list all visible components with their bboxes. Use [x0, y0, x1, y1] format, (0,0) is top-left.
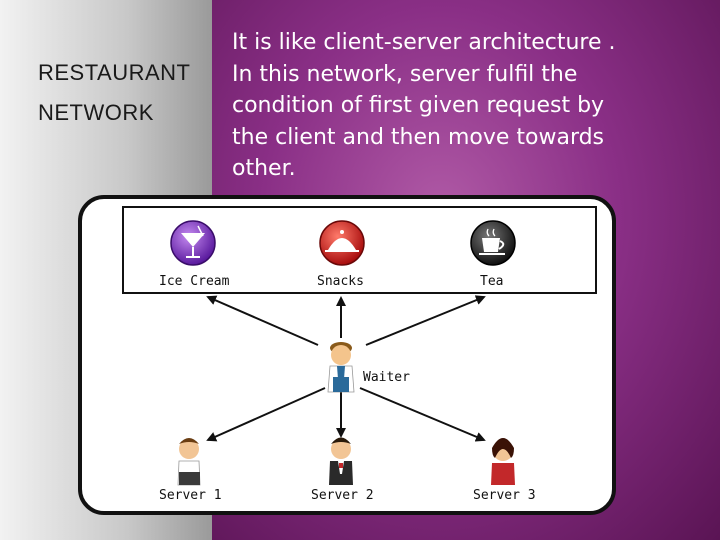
menu-item-label: Snacks	[317, 274, 364, 289]
arrow-waiter-to-icecream	[206, 295, 319, 346]
server-person-icon	[177, 438, 201, 486]
menu-item-label: Ice Cream	[159, 274, 230, 289]
server-label: Server 2	[311, 488, 374, 503]
waiter-label: Waiter	[363, 370, 410, 385]
description-line: other.	[232, 156, 296, 181]
description-text: It is like client-server architecture . …	[232, 27, 712, 185]
teacup-icon	[470, 220, 516, 266]
waiter-person-icon	[327, 342, 355, 393]
cloche-icon	[319, 220, 365, 266]
description-line: the client and then move towards	[232, 124, 605, 150]
arrow-waiter-to-tea	[365, 295, 486, 346]
description-line: In this network, server fulfil the	[232, 61, 578, 87]
server-label: Server 1	[159, 488, 222, 503]
slide-title-line1: RESTAURANT	[38, 60, 191, 85]
server-person-icon	[491, 438, 515, 485]
slide-title-line2: NETWORK	[38, 100, 154, 125]
description-line: condition of first given request by	[232, 93, 605, 118]
cocktail-icon	[170, 220, 216, 266]
arrow-waiter-to-server3	[359, 387, 486, 442]
server-person-icon	[329, 437, 353, 485]
arrow-waiter-to-server1	[206, 387, 326, 442]
menu-item-label: Tea	[480, 274, 504, 289]
server-label: Server 3	[473, 488, 536, 503]
description-line: It is like client-server architecture .	[232, 30, 616, 55]
